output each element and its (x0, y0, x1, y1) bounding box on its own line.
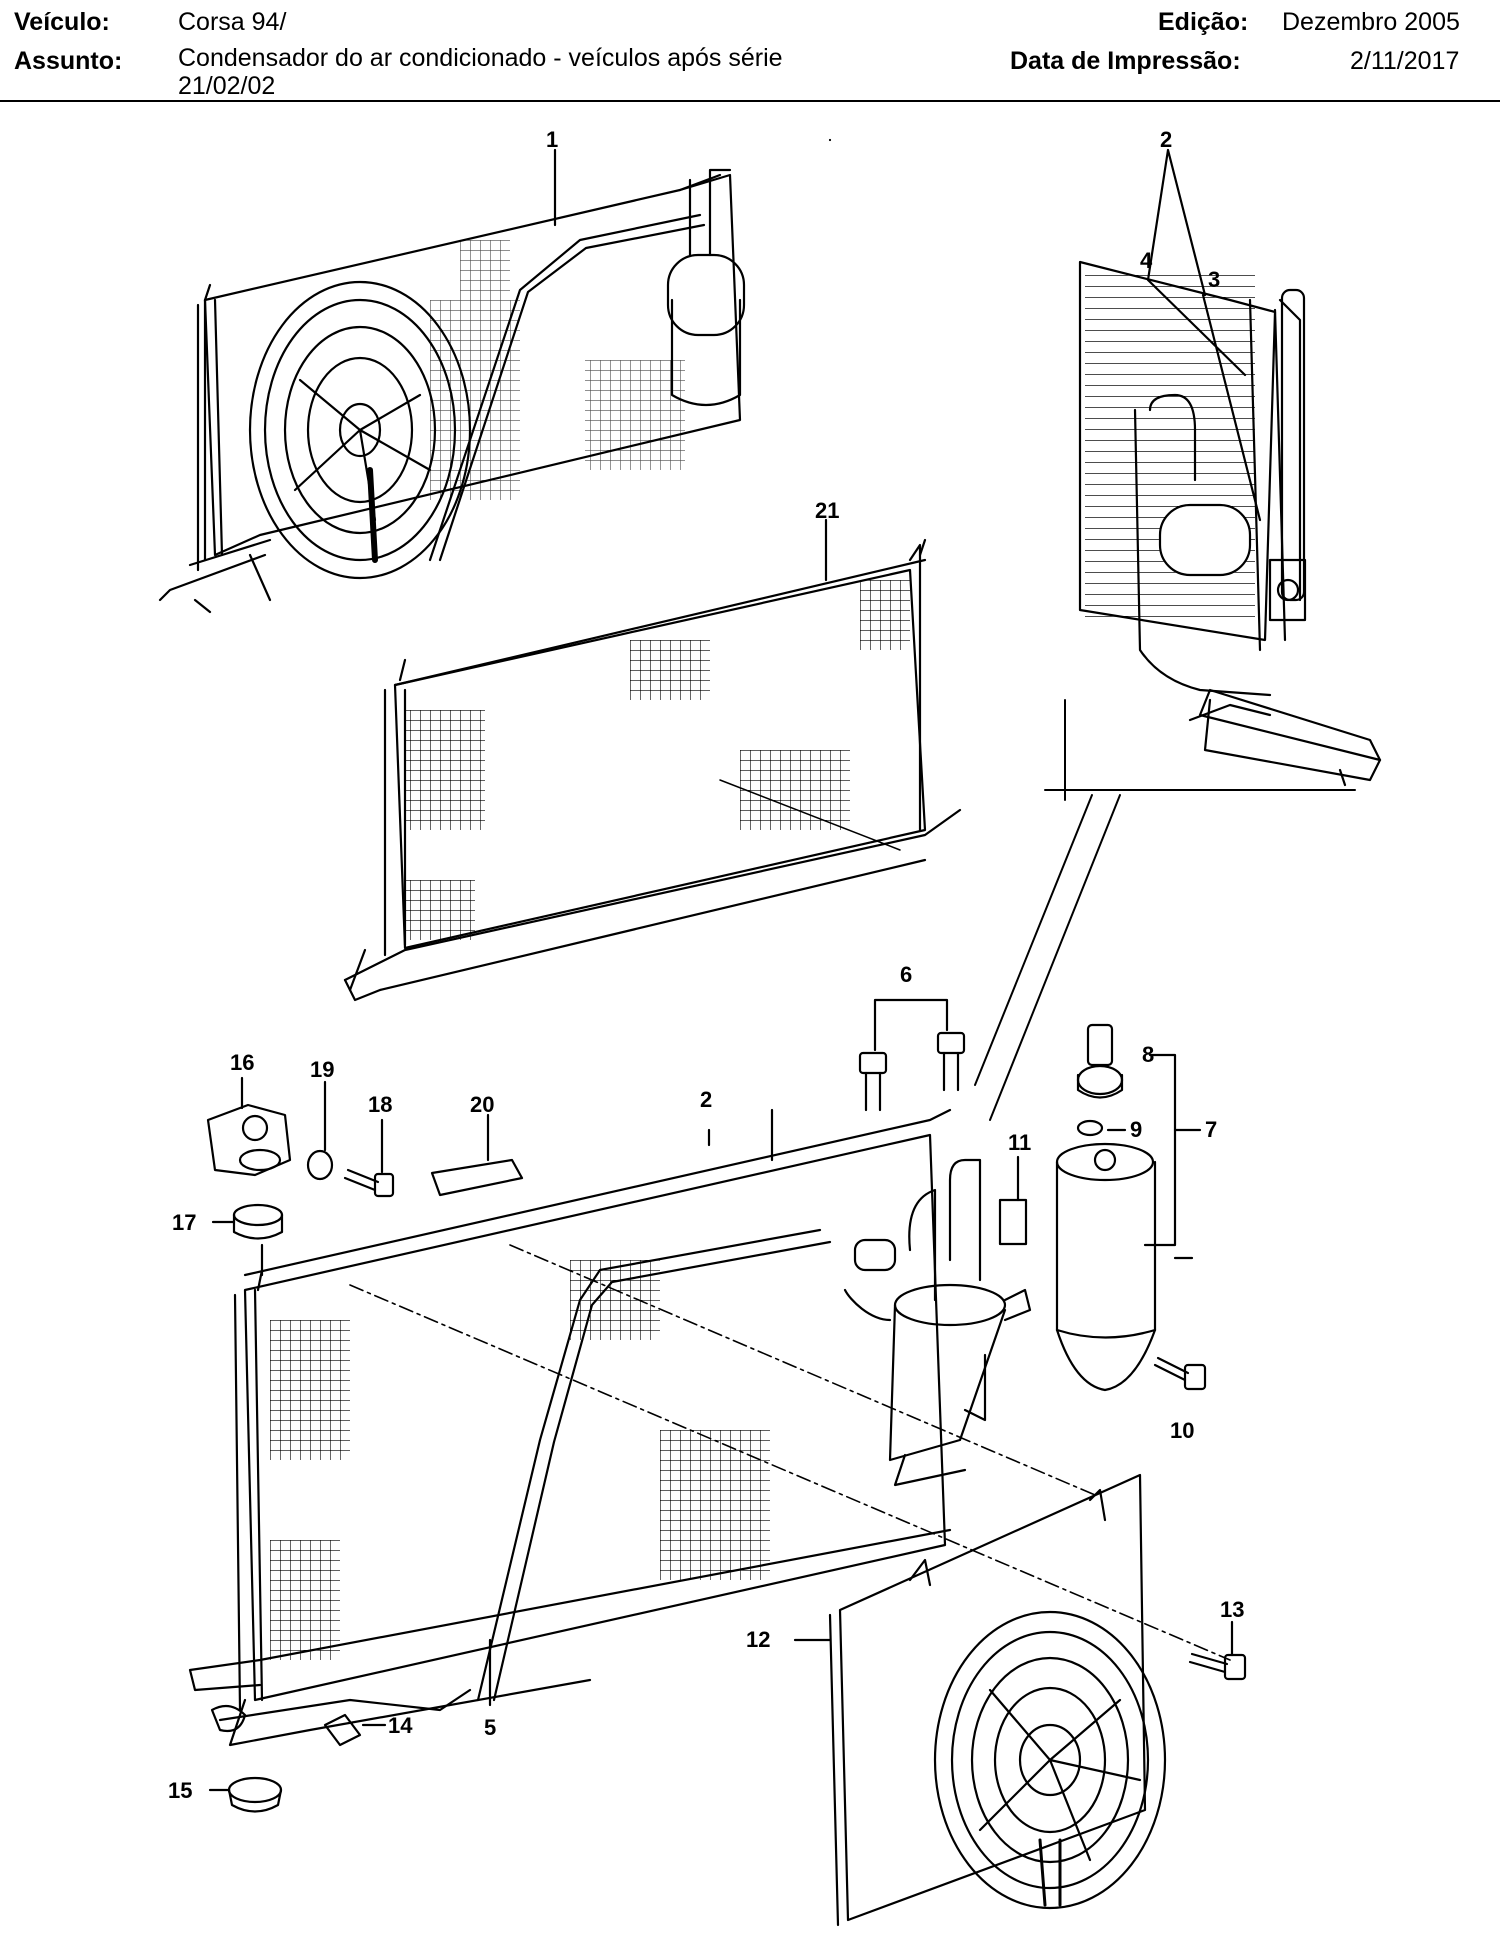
callout-7: 7 (1205, 1117, 1217, 1142)
vehicle-value: Corsa 94/ (178, 8, 287, 36)
part-18-bolt (343, 1168, 395, 1198)
subject-value: Condensador do ar condicionado - veículo… (178, 44, 783, 100)
print-date-label: Data de Impressão: (1010, 47, 1241, 75)
callout-15: 15 (168, 1778, 192, 1803)
subject-clip: Condensador do ar condicionado - veículo… (178, 44, 858, 106)
callout-17: 17 (172, 1210, 196, 1235)
part-7-receiver-dryer (1055, 1142, 1157, 1392)
exploded-parts-diagram: 1 2 3 4 21 6 8 9 7 11 10 2 16 19 18 20 1… (158, 127, 1382, 1927)
callout-2a: 2 (1160, 127, 1172, 152)
part-13-bolt (1188, 1652, 1247, 1681)
callout-1: 1 (546, 127, 558, 152)
callout-6: 6 (900, 962, 912, 987)
edition-label: Edição: (1158, 8, 1249, 36)
callout-13: 13 (1220, 1597, 1244, 1622)
part-9-seal (1076, 1119, 1104, 1137)
callout-numbers: 1 2 3 4 21 6 8 9 7 11 10 2 16 19 18 20 1… (168, 127, 1244, 1803)
part-2-condenser-main (188, 1108, 952, 1747)
vehicle-label: Veículo: (14, 8, 110, 36)
part-16-bracket (206, 1103, 292, 1177)
print-date-value: 2/11/2017 (1350, 47, 1460, 75)
callout-8: 8 (1142, 1042, 1154, 1067)
callout-14: 14 (388, 1713, 413, 1738)
part-11-label (998, 1198, 1028, 1246)
callout-20: 20 (470, 1092, 494, 1117)
part-1-condenser-assembly (158, 168, 746, 614)
subject-label: Assunto: (14, 47, 123, 75)
header-rule (0, 100, 1500, 102)
part-19-nut (306, 1149, 334, 1181)
part-17-grommet (232, 1203, 284, 1240)
callout-9: 9 (1130, 1117, 1142, 1142)
part-6-bolts (858, 1031, 966, 1112)
edition-value: Dezembro 2005 (1282, 8, 1460, 36)
part-12-fan-assembly (828, 1473, 1167, 1927)
part-20-pad (430, 1158, 524, 1197)
callout-2b: 2 (700, 1087, 712, 1112)
callout-12: 12 (746, 1627, 770, 1652)
part-8-pressure-switch (1076, 1023, 1124, 1099)
callout-11: 11 (1008, 1130, 1031, 1155)
callout-10: 10 (1170, 1418, 1194, 1443)
part-15-grommet (227, 1776, 283, 1813)
part-21-condenser-core (343, 538, 962, 1002)
part-2-condenser-detail (1078, 260, 1382, 787)
callout-16: 16 (230, 1050, 254, 1075)
callout-4: 4 (1140, 248, 1153, 273)
part-10-bolt (1153, 1356, 1207, 1391)
callout-21: 21 (815, 498, 839, 523)
callout-3: 3 (1208, 267, 1220, 292)
part-14-clip (210, 1704, 362, 1747)
callout-18: 18 (368, 1092, 392, 1117)
callout-5: 5 (484, 1715, 496, 1740)
callout-19: 19 (310, 1057, 334, 1082)
receiver-bracket (888, 1158, 1032, 1487)
